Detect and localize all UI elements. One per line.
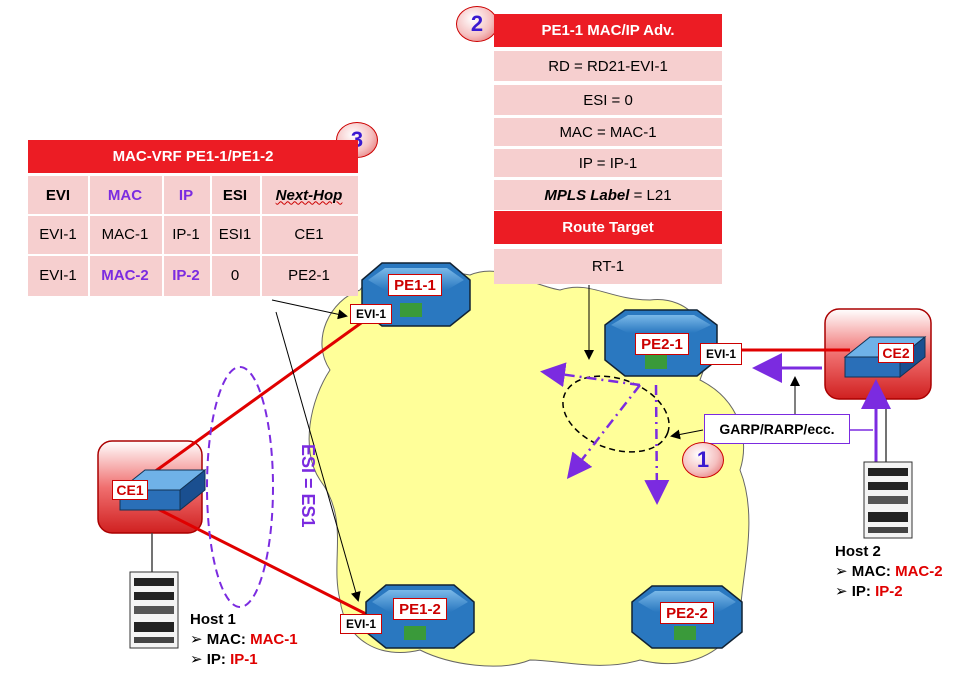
adv-rt-value: RT-1: [494, 249, 722, 284]
adv-label-key: MPLS Label: [544, 186, 630, 204]
vrf-r1-evi: EVI-1: [39, 225, 77, 243]
esi-ellipse: [206, 366, 274, 608]
adv-row-esi: ESI = 0: [494, 85, 722, 117]
vrf-table-title: MAC-VRF PE1-1/PE1-2: [28, 140, 358, 173]
adv-rt-header: Route Target: [494, 211, 722, 244]
vrf-header-mac: MAC: [107, 186, 143, 204]
adv-label-value: = L21: [629, 186, 672, 204]
router-pe21-label: PE2-1: [635, 333, 689, 355]
vrf-r2-mac: MAC-2: [101, 266, 149, 284]
host1-server-icon: [129, 571, 179, 649]
evi-tag-pe11: EVI-1: [350, 304, 392, 324]
vrf-header-ip: IP: [178, 186, 194, 204]
arrow-vrf-pe11: [271, 299, 348, 320]
router-pe12-label: PE1-2: [393, 598, 447, 620]
adv-row-label: MPLS Label = L21: [494, 180, 722, 210]
host2-name: Host 2: [835, 543, 881, 560]
vrf-header-evi: EVI: [45, 186, 71, 204]
link-ce1-pe12: [149, 503, 371, 618]
vrf-r2-ip: IP-2: [172, 266, 200, 284]
vrf-r2-esi: 0: [230, 266, 240, 284]
vrf-table: EVI MAC IP ESI Next-Hop EVI-1 MAC-1 IP-1…: [28, 176, 358, 296]
flood-ellipse: [562, 375, 670, 453]
step-1-badge: 1: [682, 442, 724, 478]
adv-table-title: PE1-1 MAC/IP Adv.: [494, 14, 722, 47]
step-2-badge: 2: [456, 6, 498, 42]
vrf-r1-mac: MAC-1: [101, 225, 149, 243]
garp-label: GARP/RARP/ecc.: [704, 414, 850, 444]
vrf-grid-v2: [162, 176, 164, 296]
host2-ip-line: ➢ IP: IP-2: [835, 583, 903, 600]
host1-mac: MAC-1: [250, 631, 298, 648]
host1-mac-line: ➢ MAC: MAC-1: [190, 631, 298, 648]
adv-row-ip: IP = IP-1: [494, 149, 722, 179]
host1-info: Host 1 ➢ MAC: MAC-1 ➢ IP: IP-1: [190, 610, 298, 670]
host1-ip-line: ➢ IP: IP-1: [190, 651, 258, 668]
vrf-r1-esi: ESI1: [218, 225, 252, 243]
flood-arrow-down: [644, 384, 670, 505]
router-pe11-label: PE1-1: [388, 274, 442, 296]
vrf-header-esi: ESI: [222, 186, 248, 204]
adv-row-mac: MAC = MAC-1: [494, 118, 722, 148]
vrf-r1-nexthop: CE1: [294, 225, 324, 243]
evi-tag-pe12: EVI-1: [340, 614, 382, 634]
vrf-grid-v1: [88, 176, 90, 296]
host2-mac-line: ➢ MAC: MAC-2: [835, 563, 943, 580]
vrf-r2-evi: EVI-1: [39, 266, 77, 284]
vrf-grid-v3: [210, 176, 212, 296]
host2-server-icon: [863, 461, 913, 539]
vrf-r2-nexthop: PE2-1: [288, 266, 330, 284]
host2-mac: MAC-2: [895, 563, 943, 580]
host1-ip: IP-1: [230, 651, 258, 668]
vrf-grid-h2: [28, 254, 358, 256]
host2-info: Host 2 ➢ MAC: MAC-2 ➢ IP: IP-2: [835, 542, 943, 602]
host1-name: Host 1: [190, 611, 236, 628]
flood-arrow-left: [540, 362, 641, 388]
esi-label: ESI = ES1: [298, 444, 318, 528]
evi-tag-pe21: EVI-1: [700, 343, 742, 365]
link-ce1-pe11: [149, 316, 369, 477]
vrf-grid-v4: [260, 176, 262, 296]
vrf-grid-h1: [28, 214, 358, 216]
ce2-label: CE2: [878, 343, 914, 363]
garp-line-left: [670, 429, 704, 440]
vrf-r1-ip: IP-1: [172, 225, 200, 243]
router-pe22-label: PE2-2: [660, 602, 714, 624]
adv-row-rd: RD = RD21-EVI-1: [494, 51, 722, 83]
vrf-header-nexthop: Next-Hop: [275, 186, 343, 204]
flood-arrow-down-left: [566, 384, 641, 479]
arrow-vrf-pe12: [275, 311, 361, 602]
host2-ip: IP-2: [875, 583, 903, 600]
ce1-label: CE1: [112, 480, 148, 500]
